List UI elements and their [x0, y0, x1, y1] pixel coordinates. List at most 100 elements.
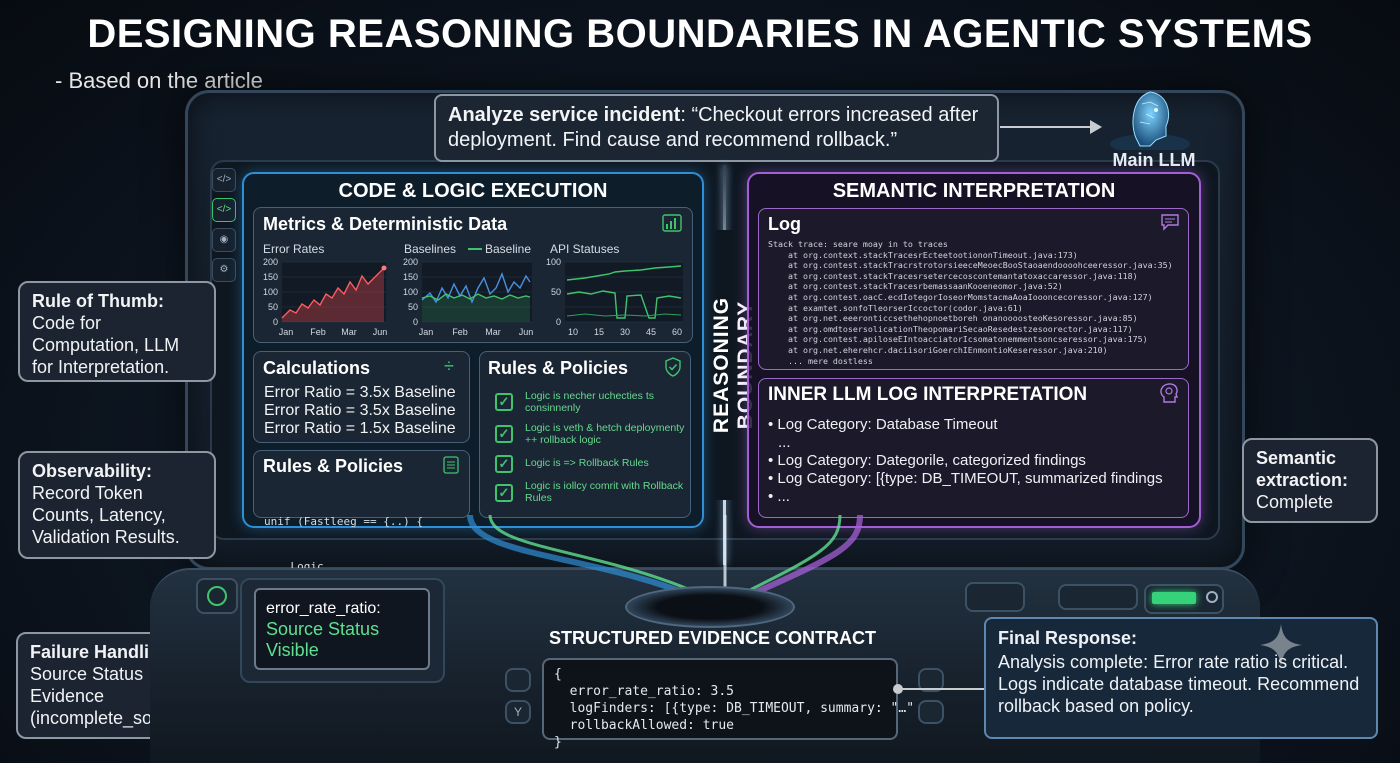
final-response-box: Final Response: Analysis complete: Error… [984, 617, 1378, 739]
legend-baseline: Baseline [485, 242, 532, 256]
chart-title-error-rates: Error Rates [263, 242, 325, 256]
rule-item: Logic is iollcy comrit with Rollback Rul… [525, 480, 684, 504]
tick: 15 [594, 327, 604, 337]
error-rate-line [281, 267, 385, 319]
legend-swatch-baseline [468, 248, 482, 250]
connector-line [898, 688, 984, 690]
rule-item: Logic is veth & hetch deploymenty ++ rol… [525, 422, 685, 446]
status-line-low [566, 313, 682, 317]
left-status-screen: error_rate_ratio: Source Status Visible [254, 588, 430, 670]
rule-item: Logic is => Rollback Rules [525, 457, 649, 469]
sparkle-icon [1260, 624, 1302, 666]
console-button[interactable] [505, 668, 531, 692]
console-button[interactable] [918, 700, 944, 724]
api-statuses-chart: 100 50 0 10 15 30 45 60 [546, 258, 683, 337]
log-title: Log [768, 214, 801, 234]
green-indicator-light [350, 675, 372, 679]
log-line: at org.context.stackTracesrEcteetootiono… [768, 249, 1078, 260]
task-prompt-label: Analyze service incident [448, 104, 681, 126]
baseline-area [422, 294, 530, 322]
filter-button[interactable]: Y [505, 700, 531, 724]
keypad[interactable] [965, 582, 1025, 612]
tick: Feb [310, 327, 326, 337]
arrow-to-main-llm [1000, 126, 1092, 128]
code-tool-active-button[interactable]: </> [212, 198, 236, 222]
chat-bubble-icon [1161, 214, 1179, 231]
log-line: ... mere dostless [768, 355, 873, 366]
checkbox-checked-icon: ✓ [495, 455, 513, 473]
left-screen-label: error_rate_ratio: [266, 600, 381, 617]
semantic-panel-title: SEMANTIC INTERPRETATION [832, 180, 1116, 202]
callout-title: Semantic extraction: [1256, 448, 1349, 490]
tick: 100 [546, 258, 561, 267]
final-response-title: Final Response: [998, 628, 1138, 648]
rules-policies-card [479, 351, 691, 518]
code-tool-button[interactable]: </> [212, 168, 236, 192]
tick: 45 [646, 327, 656, 337]
final-response-text: Analysis complete: Error rate ratio is c… [998, 652, 1360, 716]
tick: Jun [519, 327, 534, 337]
log-line: at org.contest.stackTracesrbemassaanKooe… [768, 281, 1063, 292]
tick: 50 [551, 287, 561, 297]
error-rate-endpoint [381, 265, 387, 271]
rules-code-card [253, 450, 470, 518]
reasoning-boundary-label: REASONING BOUNDARY [710, 230, 757, 500]
interpretation-line: • Log Category: [{type: DB_TIMEOUT, summ… [768, 470, 1163, 487]
tick: 100 [263, 287, 278, 297]
code-panel-title: CODE & LOGIC EXECUTION [338, 180, 608, 202]
tick: 200 [263, 258, 278, 267]
tick: Mar [341, 327, 357, 337]
log-line: at org.omdtosersolicationTheopomariSecao… [768, 323, 1133, 334]
calculation-line: Error Ratio = 3.5x Baseline [264, 384, 456, 401]
status-line-mid [566, 290, 682, 319]
tick: 150 [263, 272, 278, 282]
tick: 150 [403, 272, 418, 282]
shield-check-icon [665, 357, 681, 377]
page-title: DESIGNING REASONING BOUNDARIES IN AGENTI… [87, 12, 1313, 56]
log-line: at org.contest.apiloseEIntoacciatorIcsom… [768, 334, 1148, 345]
checkbox-checked-icon: ✓ [495, 484, 513, 502]
green-status-light [1152, 592, 1196, 604]
inner-llm-card [758, 378, 1189, 518]
tick: 10 [568, 327, 578, 337]
connector-dot [893, 684, 903, 694]
tick: Jan [279, 327, 294, 337]
tick: Jan [419, 327, 434, 337]
log-line: Stack trace: seare moay in to traces [768, 239, 948, 249]
left-screen-value: Source Status Visible [266, 619, 380, 660]
status-line-top [566, 265, 682, 281]
tick: 100 [403, 287, 418, 297]
ai-head-icon [1110, 91, 1190, 150]
callout-title: Failure Handling: [30, 642, 178, 662]
tick: 0 [273, 317, 278, 327]
log-line: at examtet.sonfoTleorserIccoctor(codor.j… [768, 302, 1023, 313]
baseline-series-line [421, 293, 531, 301]
callout-semantic-extraction: Semantic extraction: Complete [1242, 438, 1378, 523]
divide-icon: ÷ [444, 356, 454, 376]
brain-head-icon [1160, 383, 1178, 403]
page-subtitle: - Based on the article [55, 68, 263, 93]
bar-chart-icon [662, 214, 682, 232]
data-flow-pipes [467, 515, 863, 598]
rules-code-line: unif (Fastleeg == {..) { [264, 515, 423, 528]
tick: 0 [413, 317, 418, 327]
main-llm-label: Main LLM [1112, 150, 1196, 170]
tick: 50 [268, 302, 278, 312]
rule-item: Logic is necher uchecties ts consinnenly [525, 390, 654, 414]
calculation-line: Error Ratio = 1.5x Baseline [264, 420, 456, 437]
dial-icon [1206, 591, 1218, 603]
log-line: at org.contest.stackTracesrsetercecoscon… [768, 270, 1138, 281]
error-rates-chart: 200 150 100 50 0 Jan Feb Mar Jun [263, 258, 387, 337]
interpretation-line: • Log Category: Database Timeout [768, 416, 998, 433]
log-line: at org.contest.stackTracrstrotorsieeceMe… [768, 260, 1173, 271]
log-card [758, 208, 1189, 370]
rules-code-title: Rules & Policies [263, 456, 404, 476]
callout-title: Observability: [32, 461, 153, 481]
checkbox-checked-icon: ✓ [495, 393, 513, 411]
target-tool-button[interactable]: ◉ [212, 228, 236, 252]
arrow-head-icon [1090, 120, 1102, 134]
callout-text: Complete [1256, 492, 1334, 512]
tick: 50 [408, 302, 418, 312]
callout-text: Record Token Counts, Latency, Validation… [32, 483, 180, 547]
settings-tool-button[interactable]: ⚙ [212, 258, 236, 282]
